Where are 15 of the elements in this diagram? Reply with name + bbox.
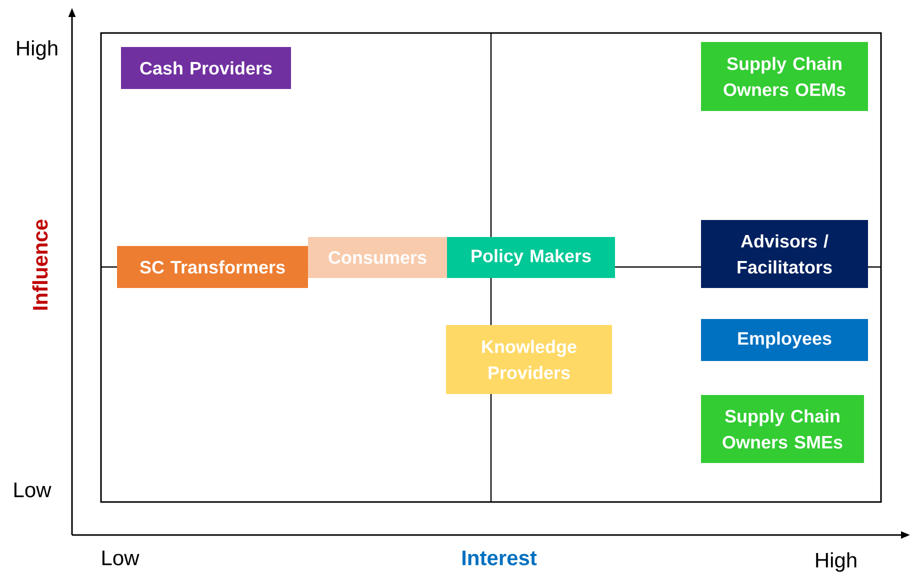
stakeholder-box: Knowledge Providers bbox=[446, 325, 612, 394]
stakeholder-box: Consumers bbox=[308, 237, 447, 278]
stakeholder-box: SC Transformers bbox=[117, 246, 308, 288]
stakeholder-box: Advisors / Facilitators bbox=[701, 220, 868, 288]
stakeholder-box: Employees bbox=[701, 319, 868, 361]
axis-label: Low bbox=[14, 482, 52, 498]
axis-label: High bbox=[816, 552, 856, 572]
axis-title: Influence bbox=[32, 220, 48, 310]
stakeholder-box: Supply Chain Owners SMEs bbox=[701, 395, 864, 463]
axis-title: Interest bbox=[462, 550, 537, 566]
stakeholder-box: Cash Providers bbox=[121, 47, 291, 89]
axis-label: Low bbox=[102, 550, 140, 566]
stakeholder-box: Supply Chain Owners OEMs bbox=[701, 42, 868, 111]
axis-label: High bbox=[17, 40, 58, 60]
stakeholder-box: Policy Makers bbox=[447, 237, 615, 278]
